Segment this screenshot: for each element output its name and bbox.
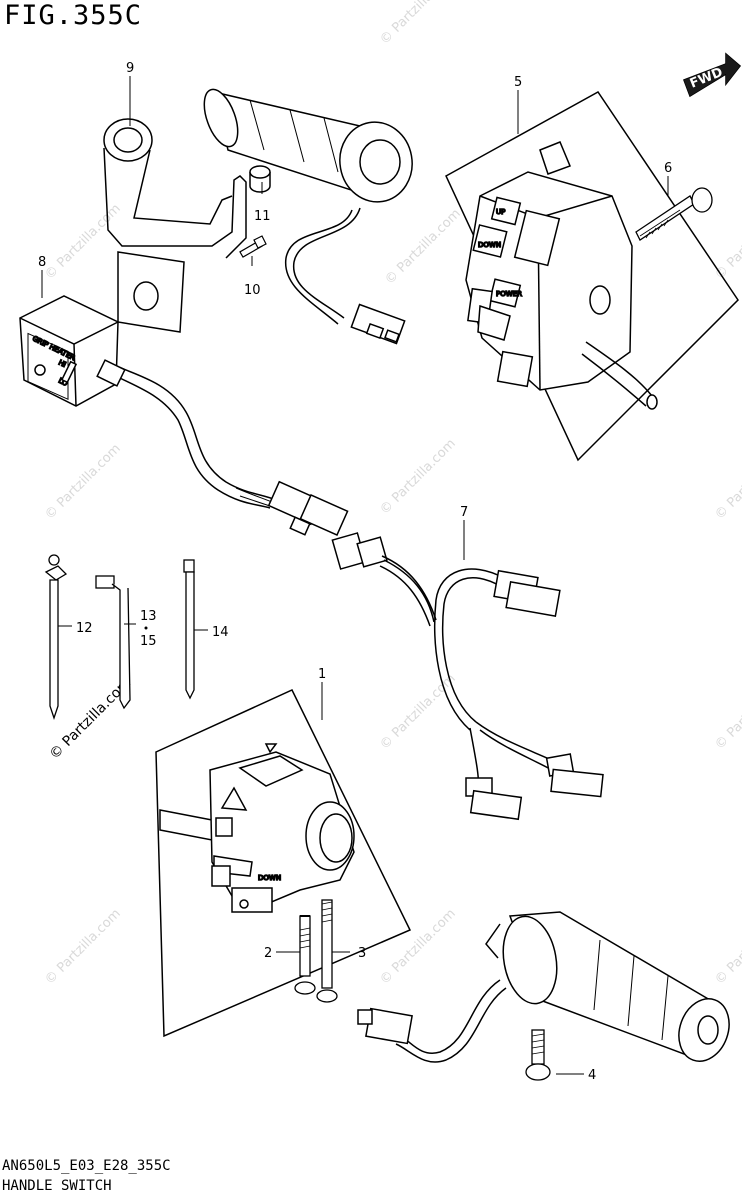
watermark-text: © Partzilla.com <box>382 206 464 288</box>
left-grip-heater <box>203 88 413 345</box>
figure-name: HANDLE SWITCH <box>2 1178 112 1194</box>
part-13-15-tie <box>95 575 131 710</box>
watermark-text: © Partzilla.com <box>377 0 459 48</box>
watermark-text: © Partzilla.com <box>712 671 742 753</box>
part-8-grip-heater-switch: GRIP HEATER HI LO <box>19 295 349 537</box>
watermark-text: © Partzilla.com <box>712 201 742 283</box>
watermark-text: © Partzilla.com <box>712 441 742 523</box>
part-1-box <box>155 689 412 1038</box>
callout-6: 6 <box>664 161 672 176</box>
part-4-screw <box>525 1029 551 1081</box>
watermark-text: © Partzilla.com <box>377 671 459 753</box>
callout-12: 12 <box>76 621 93 636</box>
watermark-text: © Partzilla.com <box>377 436 459 518</box>
callout-7: 7 <box>460 505 468 520</box>
part-12-tie <box>44 554 68 721</box>
part-3-screw <box>316 899 338 1003</box>
hi-label: HI <box>57 359 67 369</box>
watermark-text: © Partzilla.com <box>712 906 742 988</box>
part-11-collar <box>249 165 271 193</box>
part-6-screw <box>635 187 713 241</box>
fwd-arrow-icon: FWD <box>683 52 742 98</box>
callout-3: 3 <box>358 946 366 961</box>
part-10-screw <box>239 235 267 258</box>
callout-5: 5 <box>514 75 522 90</box>
watermark-text: © Partzilla.com <box>42 201 124 283</box>
callout-1: 1 <box>318 667 326 682</box>
callout-4: 4 <box>588 1068 596 1083</box>
right-grip-heater <box>357 911 730 1063</box>
figure-code: AN650L5_E03_E28_355C <box>2 1158 171 1174</box>
down-label-right: DOWN <box>478 241 501 249</box>
up-label: UP <box>496 208 505 216</box>
part-14-tie <box>183 559 195 700</box>
callout-9: 9 <box>126 61 134 76</box>
power-label: POWER <box>496 290 522 298</box>
part-2-screw <box>294 915 316 995</box>
callout-10: 10 <box>244 283 261 298</box>
watermark-text: © Partzilla.com <box>377 906 459 988</box>
callout-8: 8 <box>38 255 46 270</box>
down-label-left: DOWN <box>258 874 281 882</box>
fwd-label: FWD <box>688 65 725 92</box>
figure-title: FIG.355C <box>4 0 143 31</box>
callout-2: 2 <box>264 946 272 961</box>
watermark-text: © Partzilla.com <box>42 441 124 523</box>
part-9-bracket <box>103 118 247 333</box>
callout-14: 14 <box>212 625 229 640</box>
callout-11: 11 <box>254 209 271 224</box>
leader-lines <box>41 76 669 1075</box>
callouts: 9 11 10 8 5 6 7 12 13 15 14 1 2 3 4 <box>38 61 672 1083</box>
callout-13-15-dot <box>144 626 148 630</box>
watermark-text: © Partzilla.com <box>42 906 124 988</box>
part-1-left-switch: DOWN <box>159 743 355 913</box>
callout-15: 15 <box>140 634 157 649</box>
part-7-harness <box>331 532 604 821</box>
part-5-right-switch: UP DOWN POWER <box>465 141 658 410</box>
callout-13: 13 <box>140 609 157 624</box>
